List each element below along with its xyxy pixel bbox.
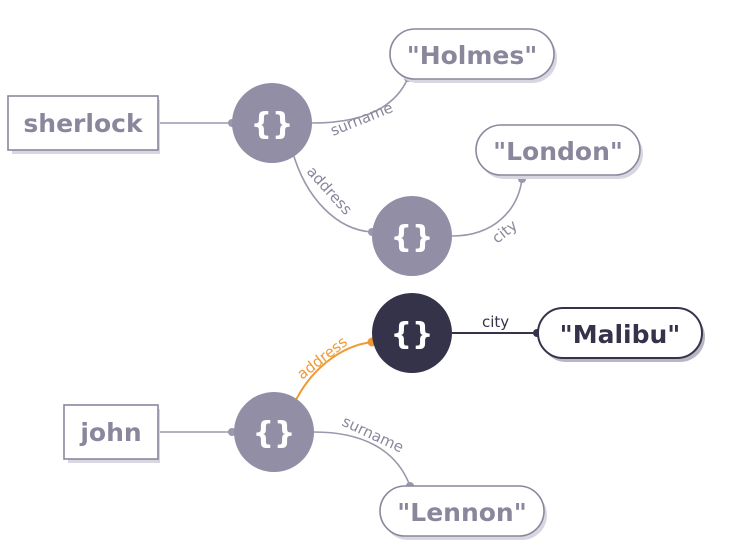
- edge-label-address: address: [303, 163, 356, 219]
- edge-label-surname: surname: [339, 412, 406, 456]
- curly-braces-icon: {}: [253, 416, 296, 451]
- curly-braces-icon: {}: [391, 220, 434, 255]
- edge-sherlock-address: [291, 149, 373, 233]
- edge-john-surname: [313, 431, 411, 487]
- edge-label-surname: surname: [328, 98, 396, 139]
- string-node-malibu[interactable]: "Malibu": [537, 307, 705, 362]
- string-node-london[interactable]: "London": [475, 124, 643, 179]
- edge-label-city: city: [488, 216, 521, 247]
- variable-node-john[interactable]: john: [63, 404, 160, 463]
- object-node-john[interactable]: {}: [234, 392, 314, 472]
- variable-label: sherlock: [23, 109, 144, 138]
- string-node-lennon[interactable]: "Lennon": [379, 485, 547, 540]
- edge-end-dot: [228, 428, 236, 436]
- string-value: "Holmes": [407, 41, 538, 70]
- curly-braces-icon: {}: [391, 317, 434, 352]
- string-value: "Malibu": [560, 320, 681, 349]
- edge-label-city-dark: city: [482, 313, 509, 331]
- string-node-holmes[interactable]: "Holmes": [389, 28, 557, 83]
- edge-sherlock-city: [451, 178, 523, 237]
- edge-label-address-highlighted: address: [293, 333, 351, 384]
- object-node-sherlock-address[interactable]: {}: [372, 196, 452, 276]
- curly-braces-icon: {}: [251, 107, 294, 142]
- variable-label: john: [79, 418, 141, 447]
- object-node-sherlock[interactable]: {}: [232, 83, 312, 163]
- string-value: "London": [493, 137, 623, 166]
- edge-sherlock-surname: [311, 77, 409, 124]
- edge-john-address: [293, 341, 373, 405]
- variable-node-sherlock[interactable]: sherlock: [7, 95, 160, 154]
- string-value: "Lennon": [397, 498, 527, 527]
- object-node-john-address[interactable]: {}: [372, 293, 452, 373]
